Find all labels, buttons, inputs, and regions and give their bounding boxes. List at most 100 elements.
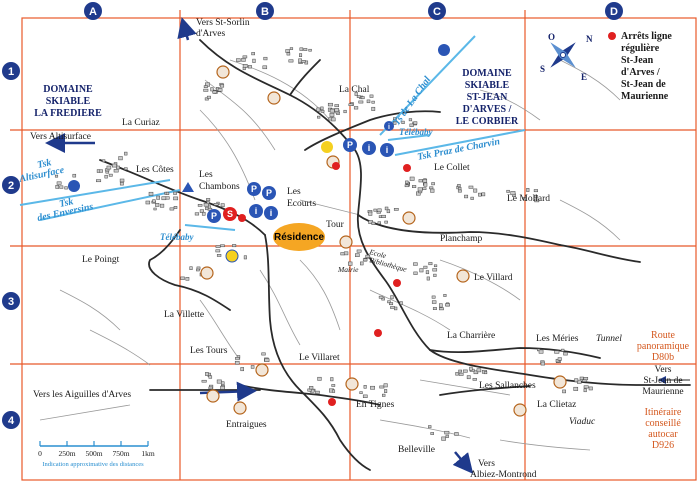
place-les-ecourts-2: Ecourts xyxy=(287,199,316,209)
house-block xyxy=(242,55,248,59)
bus-stop-dot xyxy=(332,162,340,170)
house-block xyxy=(390,295,394,300)
house-block xyxy=(464,194,469,199)
house-block xyxy=(538,349,544,354)
house-block xyxy=(428,425,432,429)
house-block xyxy=(343,251,349,256)
house-block xyxy=(360,261,364,266)
house-block xyxy=(185,277,190,281)
house-block xyxy=(220,203,225,208)
house-block xyxy=(445,303,450,307)
chapel-icon xyxy=(402,211,416,225)
house-block xyxy=(203,202,209,207)
house-block xyxy=(308,48,312,52)
grid-lines xyxy=(10,10,697,481)
scale-tick-0: 0 xyxy=(38,449,42,458)
house-block xyxy=(401,120,405,124)
dir-st-sorlin-2: d'Arves xyxy=(196,29,225,39)
house-block xyxy=(206,95,211,99)
house-block xyxy=(96,169,101,173)
place-le-mollard: Le Mollard xyxy=(507,194,550,204)
bus-stop-dot xyxy=(374,329,382,337)
dir-albiez-1: Vers xyxy=(478,459,495,469)
house-block xyxy=(64,186,68,190)
house-block xyxy=(217,88,223,92)
house-block xyxy=(355,253,360,257)
house-block xyxy=(105,170,110,174)
house-block xyxy=(72,173,77,178)
bus-stops xyxy=(238,32,616,406)
house-block xyxy=(299,47,304,51)
house-block xyxy=(356,95,361,98)
house-block xyxy=(343,109,347,114)
bus-stop-dot xyxy=(393,279,401,287)
house-block xyxy=(242,67,246,71)
house-block xyxy=(444,430,450,435)
chapel-icon xyxy=(233,401,247,415)
house-block xyxy=(393,121,397,125)
domain-fredieres: DOMAINE SKIABLE LA FREDIERE xyxy=(34,84,102,119)
domain-fredieres-l2: SKIABLE xyxy=(46,96,91,107)
house-block xyxy=(331,389,336,393)
house-block xyxy=(441,436,446,441)
house-block xyxy=(216,379,222,384)
house-block xyxy=(112,163,117,168)
parking-icon: P xyxy=(266,188,272,198)
house-block xyxy=(473,188,478,193)
house-block xyxy=(108,173,113,177)
mountain-icon xyxy=(182,182,194,192)
house-block xyxy=(340,252,345,256)
house-block xyxy=(197,204,203,207)
place-names: La Curiaz Les Côtes Les Chambons Les Eco… xyxy=(82,85,579,455)
dir-maurienne-1: Vers xyxy=(655,365,672,375)
dir-maurienne-2: St-Jean de xyxy=(643,376,682,386)
house-block xyxy=(196,268,200,272)
house-block xyxy=(201,379,207,383)
house-block xyxy=(156,195,160,200)
house-block xyxy=(208,386,213,390)
house-block xyxy=(212,90,217,94)
house-block xyxy=(431,182,435,186)
house-block xyxy=(155,203,160,207)
legend-line-5: St-Jean de xyxy=(621,79,666,90)
house-block xyxy=(232,244,237,248)
house-block xyxy=(220,385,225,390)
house-block xyxy=(458,372,464,376)
house-block xyxy=(433,273,437,277)
house-block xyxy=(124,151,128,156)
house-block xyxy=(215,245,221,248)
house-block xyxy=(152,199,156,203)
dir-altisurface: Vers Altisurface xyxy=(30,131,91,142)
house-block xyxy=(116,165,120,170)
house-block xyxy=(106,165,112,170)
lift-station-icons xyxy=(68,44,450,263)
house-block xyxy=(199,209,204,213)
house-block xyxy=(221,381,225,386)
house-block xyxy=(203,85,208,88)
house-block xyxy=(289,47,294,50)
yellow-point-icon xyxy=(225,249,239,263)
house-block xyxy=(334,104,339,108)
house-block xyxy=(104,174,108,179)
house-block xyxy=(373,208,377,212)
roads xyxy=(99,39,691,471)
house-block xyxy=(384,389,388,393)
house-block xyxy=(286,52,291,56)
house-block xyxy=(362,394,368,398)
domain-fredieres-l3: LA FREDIERE xyxy=(34,108,102,119)
house-block xyxy=(360,96,365,100)
village-houses xyxy=(54,47,593,441)
house-block xyxy=(439,307,444,311)
chapel-icon xyxy=(513,403,527,417)
house-block xyxy=(405,180,409,184)
house-block xyxy=(264,358,270,362)
domain-corbier-l1: DOMAINE xyxy=(462,68,512,79)
house-block xyxy=(102,159,106,163)
chapel-icon xyxy=(345,377,359,391)
bus-stop-dot xyxy=(328,398,336,406)
domain-corbier-l3: ST-JEAN xyxy=(467,92,509,103)
house-block xyxy=(365,254,371,258)
domain-corbier-l4: D'ARVES / xyxy=(463,104,512,115)
house-block xyxy=(383,383,388,388)
info-icon: i xyxy=(368,143,371,153)
